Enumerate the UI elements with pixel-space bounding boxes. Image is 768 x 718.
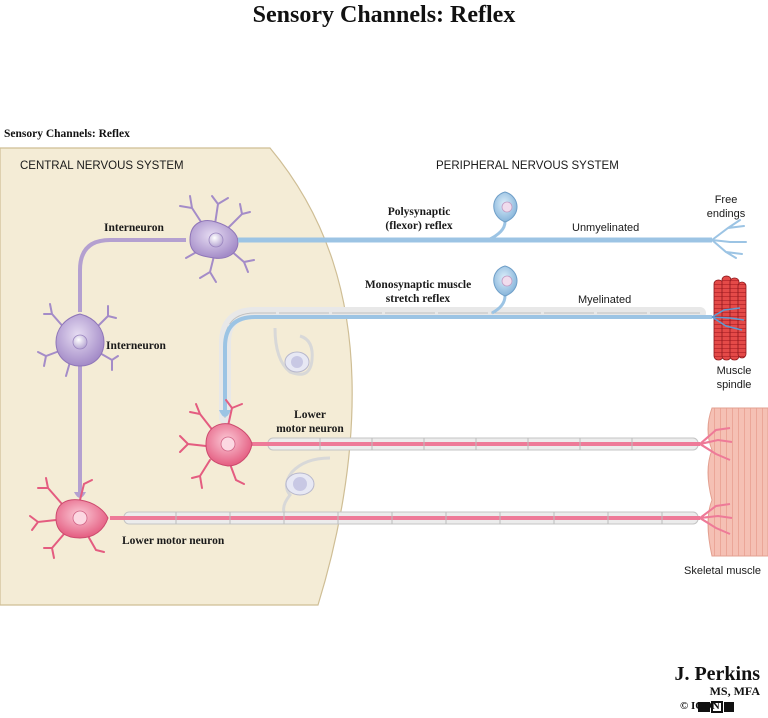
interneuron-top-nucleus xyxy=(208,232,224,248)
interneuron-connection-axon xyxy=(78,238,186,312)
motor-sheath-nodes-upper xyxy=(319,438,633,450)
label-lower-motor-neuron-upper: Lower motor neuron xyxy=(276,409,344,435)
motor-sheath-nodes-lower xyxy=(175,512,663,524)
motor-neuron-upper-nucleus xyxy=(220,436,236,452)
credit-name: J. Perkins xyxy=(674,663,760,685)
polysynaptic-ganglion-nucleus xyxy=(501,201,513,213)
cns-region xyxy=(0,147,353,606)
diagram-subtitle: Sensory Channels: Reflex xyxy=(4,128,130,140)
polysynaptic-stem xyxy=(487,220,507,242)
label-interneuron-top: Interneuron xyxy=(104,222,164,234)
artist-credit: J. Perkins MS, MFA © ICON xyxy=(652,664,760,714)
label-lower-motor-neuron-bottom: Lower motor neuron xyxy=(122,535,225,547)
free-endings-branches xyxy=(711,219,747,259)
credit-degrees: MS, MFA xyxy=(709,684,760,698)
region-label-peripheral: PERIPHERAL NERVOUS SYSTEM xyxy=(436,160,619,172)
label-muscle-spindle: Muscle spindle xyxy=(716,365,752,391)
interneuron-mid-nucleus xyxy=(72,334,88,350)
glial-cell-lower xyxy=(282,456,331,513)
interneuron-synapse-knob xyxy=(74,492,86,498)
label-monosynaptic: Monosynaptic muscle stretch reflex xyxy=(364,279,472,305)
icon-logo xyxy=(698,701,734,713)
label-myelinated: Myelinated xyxy=(578,294,632,306)
skeletal-muscle-illustration xyxy=(707,407,768,557)
label-polysynaptic: Polysynaptic (flexor) reflex xyxy=(385,206,453,232)
label-free-endings: Free endings xyxy=(706,194,746,220)
motor-neuron-lower-nucleus xyxy=(72,510,88,526)
region-label-central: CENTRAL NERVOUS SYSTEM xyxy=(20,160,184,172)
credit-mark: © ICON xyxy=(680,700,720,712)
label-unmyelinated: Unmyelinated xyxy=(572,222,640,234)
label-skeletal-muscle: Skeletal muscle xyxy=(684,565,762,577)
glial-cell-upper xyxy=(273,327,314,376)
motor-endplates-overlay xyxy=(699,427,733,535)
myelinated-sensory-axon xyxy=(223,315,712,412)
interneuron-top-dendrites xyxy=(179,195,255,283)
monosynaptic-synapse-knob xyxy=(219,410,231,417)
diagram-title: Sensory Channels: Reflex xyxy=(252,2,516,28)
muscle-spindle-illustration xyxy=(711,275,747,361)
motor-neuron-upper-dendrites xyxy=(179,399,245,489)
monosynaptic-ganglion-nucleus xyxy=(501,275,513,287)
label-interneuron-mid: Interneuron xyxy=(106,340,166,352)
motor-neuron-lower-dendrites xyxy=(29,477,105,559)
